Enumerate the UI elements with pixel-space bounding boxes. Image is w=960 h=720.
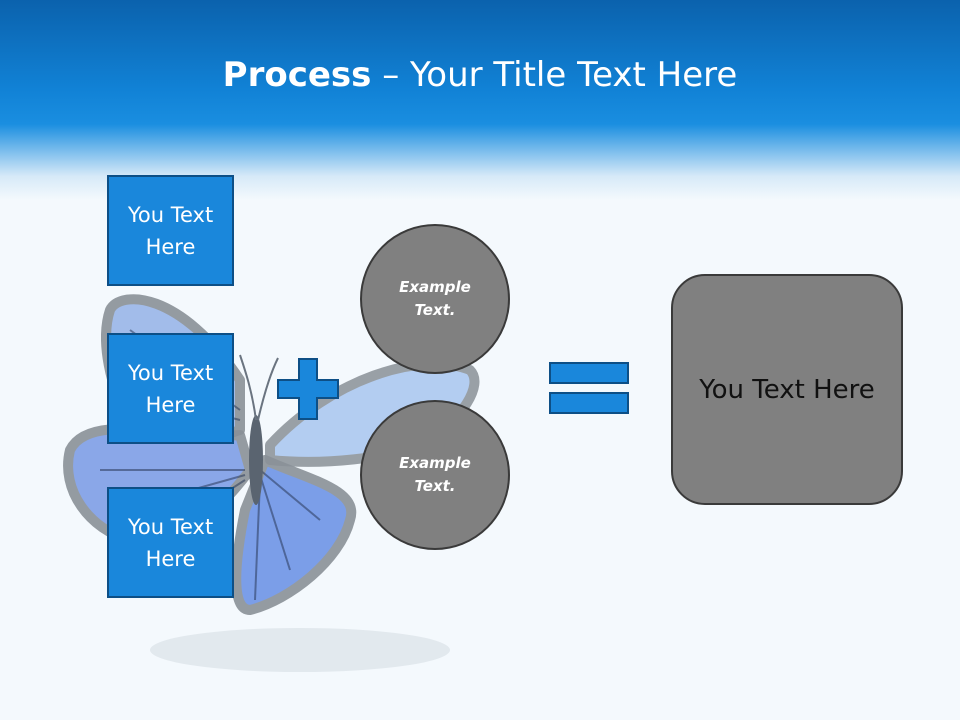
- plus-icon: [277, 358, 339, 420]
- text-box-2-label: You Text Here: [127, 360, 214, 417]
- header-band: [0, 0, 960, 200]
- result-box-label: You Text Here: [699, 374, 875, 405]
- example-circle-1-label: Example Text.: [399, 278, 471, 319]
- title-bold: Process: [222, 55, 372, 95]
- text-box-3[interactable]: You Text Here: [107, 487, 234, 598]
- text-box-2[interactable]: You Text Here: [107, 333, 234, 444]
- example-circle-2-label: Example Text.: [399, 454, 471, 495]
- equals-icon: [549, 362, 629, 414]
- text-box-1[interactable]: You Text Here: [107, 175, 234, 286]
- text-box-3-label: You Text Here: [127, 514, 214, 571]
- text-box-1-label: You Text Here: [127, 202, 214, 259]
- title-rest: Your Title Text Here: [410, 55, 738, 95]
- example-circle-1[interactable]: Example Text.: [360, 224, 510, 374]
- example-circle-2[interactable]: Example Text.: [360, 400, 510, 550]
- title-separator: –: [371, 55, 411, 95]
- result-box[interactable]: You Text Here: [671, 274, 903, 505]
- slide-title: Process – Your Title Text Here: [0, 52, 960, 98]
